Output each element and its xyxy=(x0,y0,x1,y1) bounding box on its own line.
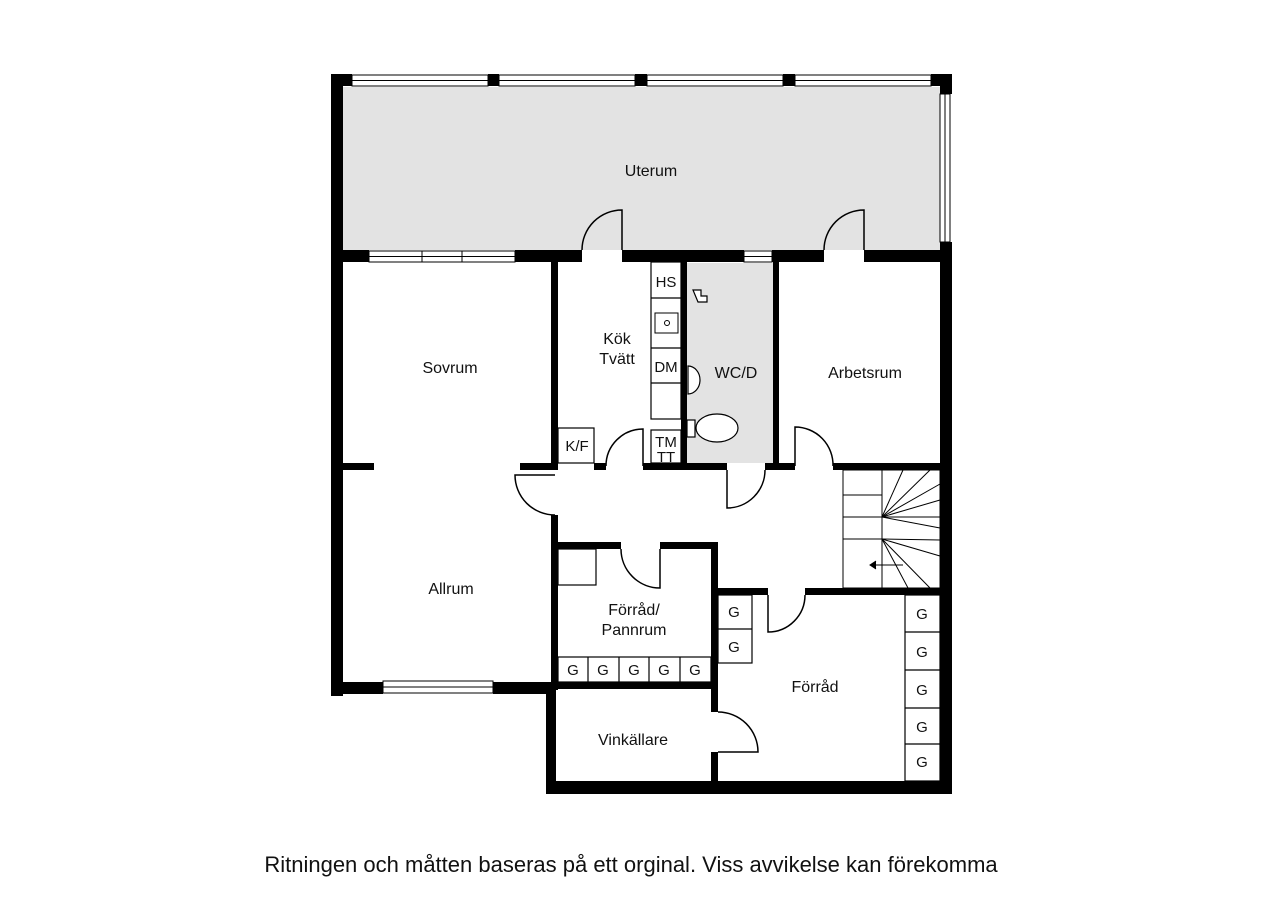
label-tt: TT xyxy=(657,449,675,466)
pannrum-box xyxy=(557,548,597,586)
label-dm: DM xyxy=(654,359,677,376)
door xyxy=(620,548,661,589)
label-g: G xyxy=(916,719,928,736)
room-label-forrad-pannrum: Förråd/ xyxy=(608,601,660,619)
label-g: G xyxy=(658,662,670,679)
room-label-forrad: Förråd xyxy=(791,678,838,696)
label-g: G xyxy=(597,662,609,679)
wc-fixtures xyxy=(686,289,739,443)
door xyxy=(794,426,834,467)
door xyxy=(767,594,806,633)
room-label-arbetsrum: Arbetsrum xyxy=(828,365,902,382)
fixture-labels: HS DM K/F TM TT G G G G G G G G G G G G xyxy=(565,274,928,771)
appliance-box xyxy=(650,429,682,464)
toilet-icon xyxy=(695,413,739,443)
room-label-allrum: Allrum xyxy=(428,581,473,598)
label-g: G xyxy=(728,604,740,621)
label-g: G xyxy=(689,662,701,679)
room-label-sovrum: Sovrum xyxy=(422,360,477,377)
windows xyxy=(351,74,951,694)
floor-fills xyxy=(343,87,940,463)
label-hs: HS xyxy=(656,274,677,291)
door xyxy=(823,209,865,251)
label-g: G xyxy=(916,606,928,623)
kitchen-counter xyxy=(557,261,682,586)
label-g: G xyxy=(916,754,928,771)
wardrobe-box xyxy=(557,427,595,464)
room-labels: Uterum Sovrum Kök Tvätt WC/D Arbetsrum A… xyxy=(422,163,901,749)
room-label-wc: WC/D xyxy=(715,365,758,382)
room-label-uterum: Uterum xyxy=(625,163,677,180)
uterum-floor xyxy=(343,87,940,250)
door xyxy=(581,209,623,251)
door xyxy=(605,428,644,467)
staircase xyxy=(842,469,941,589)
room-label-tvatt: Tvätt xyxy=(599,351,635,368)
faucet-icon xyxy=(692,289,708,303)
label-g: G xyxy=(916,682,928,699)
room-label-forrad-pannrum-2: Pannrum xyxy=(602,622,667,639)
label-g: G xyxy=(567,662,579,679)
label-tm: TM xyxy=(655,434,677,451)
disclaimer-footnote: Ritningen och måtten baseras på ett orgi… xyxy=(264,852,998,877)
sink-icon xyxy=(654,312,679,334)
door xyxy=(726,469,766,509)
room-label-vinkallare: Vinkällare xyxy=(598,732,668,749)
doors xyxy=(514,209,865,753)
washbasin-icon xyxy=(687,365,701,395)
walls xyxy=(331,74,952,794)
label-g: G xyxy=(916,644,928,661)
label-g: G xyxy=(728,639,740,656)
room-label-kok: Kök xyxy=(603,331,632,348)
door xyxy=(514,474,556,516)
label-g: G xyxy=(628,662,640,679)
label-kf: K/F xyxy=(565,438,588,455)
door xyxy=(717,711,759,753)
g-boxes xyxy=(557,594,941,782)
